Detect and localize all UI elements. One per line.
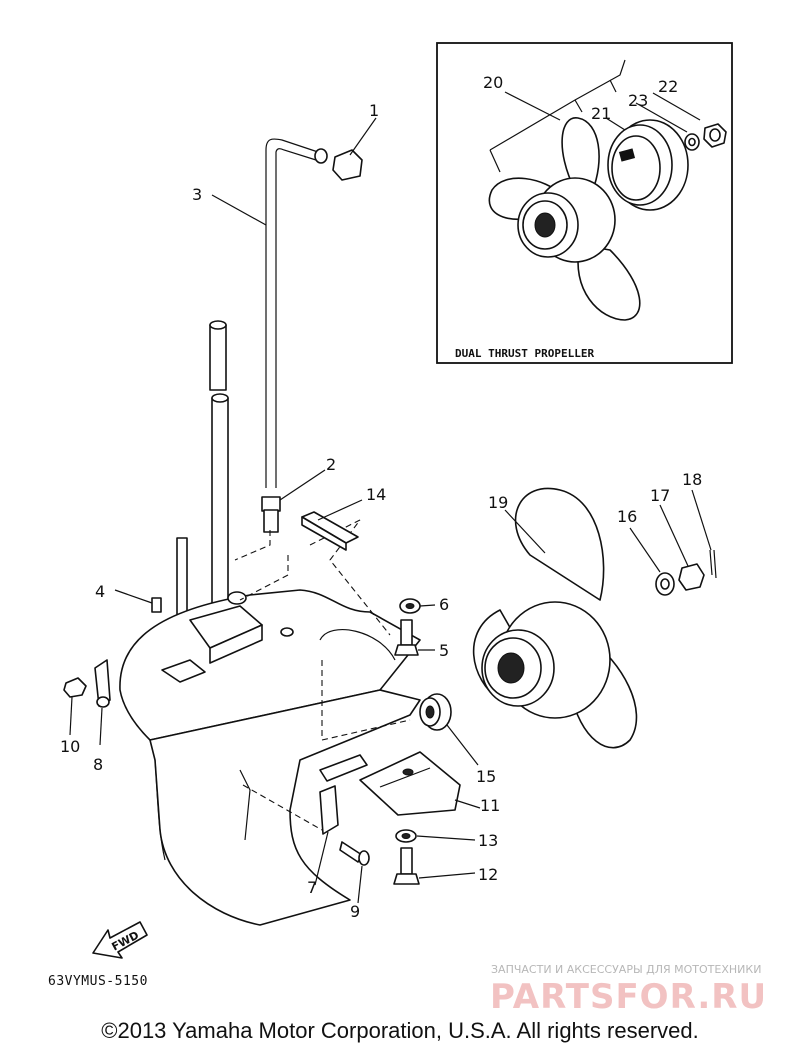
bolt-12-part (393, 847, 420, 885)
washer-13-part (395, 829, 417, 843)
pipe-part (265, 138, 328, 488)
callout-6: 6 (439, 595, 449, 614)
callout-12: 12 (478, 865, 498, 884)
anode-7-part (319, 785, 339, 835)
fwd-arrow-icon: FWD (92, 921, 148, 959)
leader-lines (69, 117, 712, 904)
callout-16: 16 (617, 507, 637, 526)
callout-18: 18 (682, 470, 702, 489)
seal-15-part (419, 693, 452, 731)
callout-23: 23 (628, 91, 648, 110)
grommet-part (332, 149, 363, 181)
callout-11: 11 (480, 796, 500, 815)
copyright-notice: ©2013 Yamaha Motor Corporation, U.S.A. A… (101, 1018, 699, 1043)
callout-labels: 1 2 3 4 5 6 7 8 9 10 11 12 13 14 15 16 1… (60, 73, 702, 921)
plate-8-part (94, 659, 111, 708)
callout-15: 15 (476, 767, 496, 786)
nut-10-part (63, 677, 87, 698)
bolt-5-part (394, 619, 419, 656)
callout-2: 2 (326, 455, 336, 474)
callout-19: 19 (488, 493, 508, 512)
callout-1: 1 (369, 101, 379, 120)
callout-3: 3 (192, 185, 202, 204)
callout-21: 21 (591, 104, 611, 123)
callout-14: 14 (366, 485, 386, 504)
inset-dual-thrust-propeller: DUAL THRUST PROPELLER (436, 42, 733, 364)
callout-17: 17 (650, 486, 670, 505)
trim-anode-11-part (359, 751, 461, 816)
callout-9: 9 (350, 902, 360, 921)
propeller-19-part (472, 487, 638, 749)
screw-9-part (339, 841, 370, 866)
callout-20: 20 (483, 73, 503, 92)
callout-5: 5 (439, 641, 449, 660)
callout-7: 7 (307, 878, 317, 897)
washer-6-part (399, 598, 421, 614)
callout-8: 8 (93, 755, 103, 774)
nut-17-part (678, 563, 705, 591)
anode-14-part (301, 511, 359, 551)
diagram-code: 63VYMUS-5150 (48, 974, 148, 989)
callout-22: 22 (658, 77, 678, 96)
inset-caption: DUAL THRUST PROPELLER (455, 347, 594, 360)
watermark: ЗАПЧАСТИ И АКСЕССУАРЫ ДЛЯ МОТОТЕХНИКИ PA… (490, 963, 767, 1017)
callout-13: 13 (478, 831, 498, 850)
fitting-part (261, 496, 281, 533)
callout-10: 10 (60, 737, 80, 756)
drive-shaft-part (209, 320, 229, 604)
dowel-pin-part (151, 597, 162, 613)
watermark-brand: PARTSFOR.RU (490, 977, 767, 1017)
washer-16-part (655, 572, 675, 596)
cotter-pin-18-part (709, 549, 717, 579)
callout-4: 4 (95, 582, 105, 601)
lower-casing-part (119, 519, 421, 926)
watermark-tagline: ЗАПЧАСТИ И АКСЕССУАРЫ ДЛЯ МОТОТЕХНИКИ (491, 963, 761, 976)
